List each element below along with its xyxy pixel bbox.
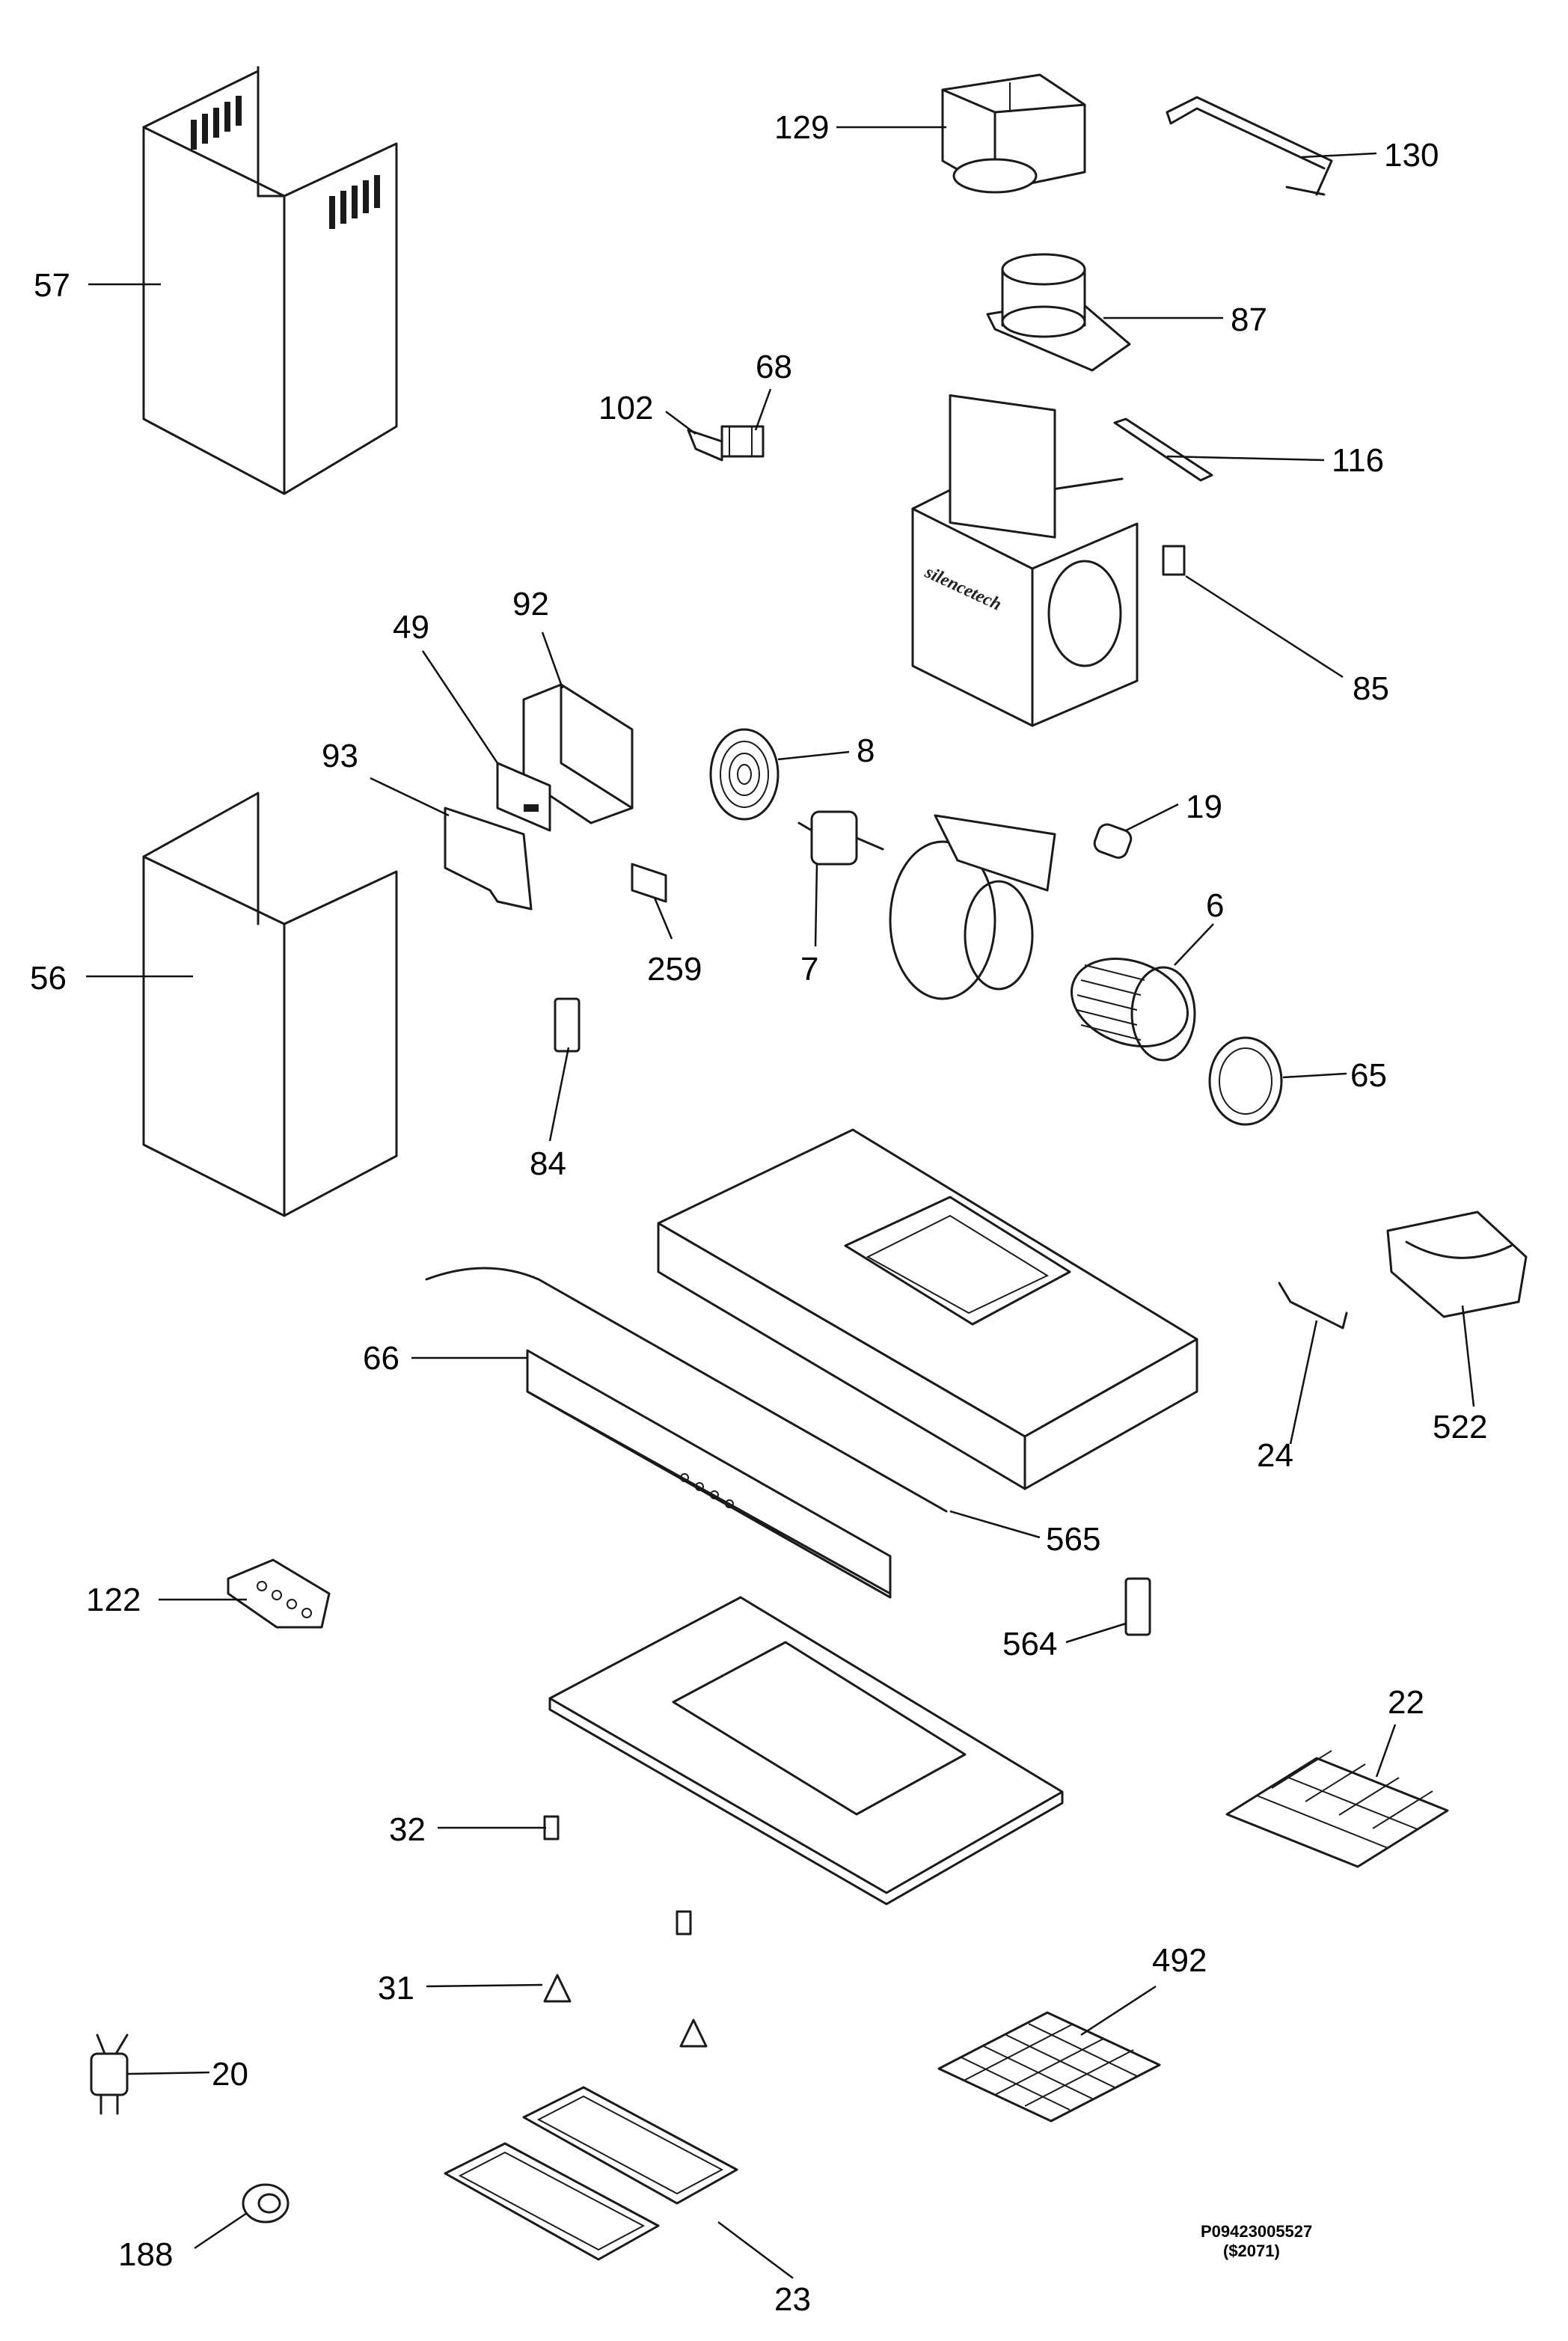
callout-56: 56 — [30, 960, 67, 997]
part-31-light-cover — [543, 1974, 708, 2048]
part-116-strip — [1113, 417, 1213, 482]
callout-24: 24 — [1257, 1437, 1293, 1474]
part-259-switch-plate — [631, 863, 667, 903]
part-blower-scroll — [889, 814, 1056, 1000]
callout-87: 87 — [1231, 302, 1267, 338]
part-65-ring — [1208, 1036, 1283, 1126]
callout-32: 32 — [389, 1811, 426, 1848]
part-130-mounting-bracket — [1166, 96, 1333, 196]
callout-129: 129 — [774, 109, 829, 146]
reference-price: ($2071) — [1223, 2241, 1280, 2260]
callout-57: 57 — [34, 267, 70, 304]
callout-565: 565 — [1046, 1521, 1100, 1558]
part-24-wire-clip — [1278, 1282, 1348, 1329]
part-122-switch — [227, 1558, 331, 1629]
callout-259: 259 — [647, 951, 702, 988]
part-blower-housing-box: silencetech — [911, 394, 1139, 727]
part-6-blower-wheel — [1071, 958, 1196, 1062]
part-19-capacitor — [1093, 823, 1133, 859]
part-49-control-board — [496, 762, 551, 832]
part-102-terminal-bracket — [687, 429, 723, 462]
part-20-transformer — [90, 2034, 129, 2115]
part-32-fastener — [543, 1815, 692, 1935]
callout-188: 188 — [118, 2236, 173, 2273]
part-492-grease-grid — [937, 2011, 1161, 2123]
part-hood-body — [657, 1128, 1198, 1490]
callout-492: 492 — [1152, 1942, 1207, 1979]
callout-102: 102 — [598, 390, 653, 426]
callout-65: 65 — [1350, 1057, 1387, 1094]
part-93-insulator-sheet — [444, 807, 533, 911]
part-565-wire — [425, 1267, 948, 1513]
callout-66: 66 — [363, 1340, 399, 1377]
part-564-led-driver — [1124, 1577, 1151, 1636]
callout-labels: 57 129 130 87 68 102 116 85 92 49 93 8 1… — [30, 109, 1487, 2318]
part-7-motor — [797, 810, 884, 866]
callout-22: 22 — [1388, 1684, 1424, 1721]
callout-7: 7 — [800, 951, 818, 988]
part-23-mesh-filters — [444, 2086, 738, 2261]
part-129-duct-adapter — [941, 73, 1086, 194]
part-188-bushing — [242, 2183, 290, 2224]
part-522-cover — [1386, 1211, 1528, 1318]
callout-23: 23 — [774, 2281, 811, 2318]
part-bottom-frame — [548, 1596, 1064, 1906]
reference-code: P09423005527 — [1201, 2222, 1312, 2241]
callout-84: 84 — [530, 1145, 566, 1182]
callout-20: 20 — [212, 2056, 248, 2093]
callout-116: 116 — [1332, 442, 1384, 479]
callout-19: 19 — [1186, 789, 1222, 825]
callout-92: 92 — [512, 586, 549, 622]
callout-6: 6 — [1206, 887, 1224, 924]
callout-522: 522 — [1433, 1409, 1487, 1445]
callout-85: 85 — [1353, 670, 1389, 707]
part-68-terminal-block — [720, 425, 765, 458]
part-66-front-panel — [526, 1349, 892, 1599]
part-87-duct-collar — [986, 253, 1131, 372]
callout-93: 93 — [322, 738, 358, 774]
part-56-lower-chimney — [142, 792, 398, 1217]
leader-lines — [86, 126, 1475, 2279]
part-8-grille — [709, 728, 780, 821]
callout-31: 31 — [378, 1970, 414, 2007]
callout-122: 122 — [86, 1582, 141, 1618]
part-57-upper-chimney — [142, 66, 398, 495]
part-22-charcoal-filter — [1225, 1750, 1449, 1868]
callout-8: 8 — [857, 732, 875, 769]
part-85-clip — [1162, 545, 1186, 576]
callout-564: 564 — [1002, 1626, 1057, 1662]
callout-130: 130 — [1384, 137, 1439, 174]
callout-68: 68 — [756, 349, 792, 385]
part-84-led-driver — [554, 997, 581, 1053]
callout-49: 49 — [393, 609, 429, 646]
